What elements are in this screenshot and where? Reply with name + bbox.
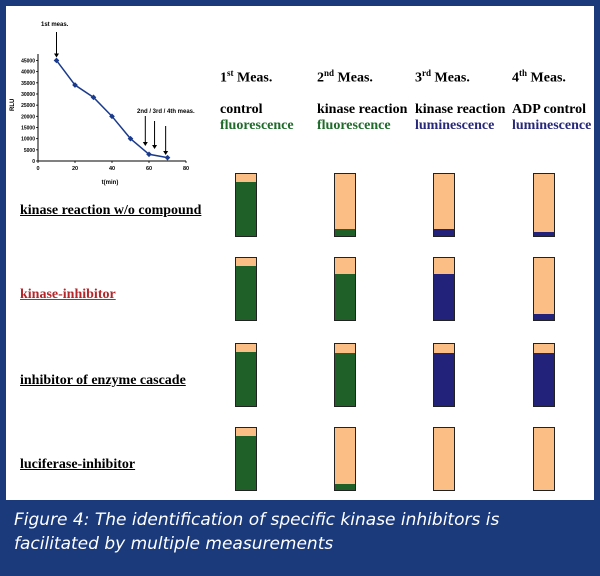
y-tick-label: 25000: [21, 103, 35, 109]
figure-caption: Figure 4: The identification of specific…: [14, 510, 500, 554]
y-tick-label: 5000: [24, 148, 35, 154]
x-tick-label: 20: [72, 166, 78, 172]
data-point: [90, 94, 97, 101]
signal-bar: [433, 343, 455, 407]
x-tick-label: 40: [109, 166, 115, 172]
rlu-time-chart: 45000 40000 35000 30000 25000 20000 15000 10000…: [10, 22, 195, 186]
arrow-second-meas-head: [142, 142, 148, 146]
signal-bar: [235, 343, 257, 407]
signal-fill: [434, 229, 454, 236]
signal-fill: [434, 274, 454, 320]
signal-fill: [236, 182, 256, 236]
signal-fill: [534, 314, 554, 320]
signal-bar: [334, 173, 356, 237]
x-axis-label: t(min): [102, 180, 119, 186]
signal-bar: [334, 427, 356, 491]
data-point: [109, 113, 115, 120]
signal-bar: [334, 343, 356, 407]
signal-fill: [236, 266, 256, 320]
arrow-first-meas-head: [54, 53, 59, 58]
y-tick-label: 15000: [21, 125, 35, 131]
y-tick-label: 45000: [21, 58, 35, 64]
y-axis-label: RLU: [10, 99, 16, 111]
signal-fill: [335, 352, 355, 406]
y-tick-label: 10000: [21, 137, 35, 143]
measurement-number: 2nd Meas.: [317, 68, 373, 86]
signal-fill: [236, 352, 256, 406]
first-measurement-annotation: 1st meas.: [41, 22, 69, 28]
detection-mode: luminescence: [415, 118, 495, 133]
figure-panel: 45000 40000 35000 30000 25000 20000 15000 10000…: [6, 6, 594, 500]
data-point: [127, 135, 134, 142]
signal-fill: [534, 232, 554, 236]
x-tick-label: 60: [146, 166, 152, 172]
x-tick-label: 80: [183, 166, 189, 172]
data-point: [164, 154, 171, 161]
arrow-third-meas-head: [152, 145, 158, 149]
later-measurements-annotation: 2nd / 3rd / 4th meas.: [137, 109, 195, 115]
signal-bar: [235, 427, 257, 491]
signal-fill: [335, 274, 355, 320]
arrow-fourth-meas-head: [163, 151, 169, 155]
signal-bar: [533, 343, 555, 407]
data-point: [72, 82, 78, 88]
signal-bar: [433, 173, 455, 237]
detection-mode: luminescence: [512, 118, 592, 133]
measurement-condition: kinase reaction: [415, 102, 506, 117]
y-tick-label: 35000: [21, 81, 35, 87]
y-tick-label: 30000: [21, 92, 35, 98]
signal-bar: [334, 257, 356, 321]
signal-fill: [534, 352, 554, 406]
signal-bar: [533, 257, 555, 321]
row-label: kinase reaction w/o compound: [20, 203, 202, 218]
signal-fill: [236, 436, 256, 490]
row-label: luciferase-inhibitor: [20, 457, 136, 472]
row-label: kinase-inhibitor: [20, 287, 116, 302]
data-point: [146, 151, 152, 158]
signal-bar: [533, 173, 555, 237]
signal-bar: [433, 257, 455, 321]
y-tick-label: 20000: [21, 114, 35, 120]
signal-bar: [235, 173, 257, 237]
measurement-number: 4th Meas.: [512, 68, 566, 86]
measurement-number: 3rd Meas.: [415, 68, 470, 86]
y-tick-label: 0: [32, 159, 35, 165]
signal-bar: [235, 257, 257, 321]
detection-mode: fluorescence: [317, 118, 391, 133]
measurement-condition: kinase reaction: [317, 102, 408, 117]
signal-fill: [335, 484, 355, 490]
x-tick-label: 0: [36, 166, 39, 172]
y-tick-label: 40000: [21, 70, 35, 76]
row-label: inhibitor of enzyme cascade: [20, 373, 186, 388]
detection-mode: fluorescence: [220, 118, 294, 133]
signal-fill: [434, 352, 454, 406]
measurement-condition: control: [220, 102, 263, 117]
signal-fill: [335, 229, 355, 236]
signal-bar: [533, 427, 555, 491]
signal-bar: [433, 427, 455, 491]
measurement-number: 1st Meas.: [220, 68, 273, 86]
measurement-condition: ADP control: [512, 102, 587, 117]
